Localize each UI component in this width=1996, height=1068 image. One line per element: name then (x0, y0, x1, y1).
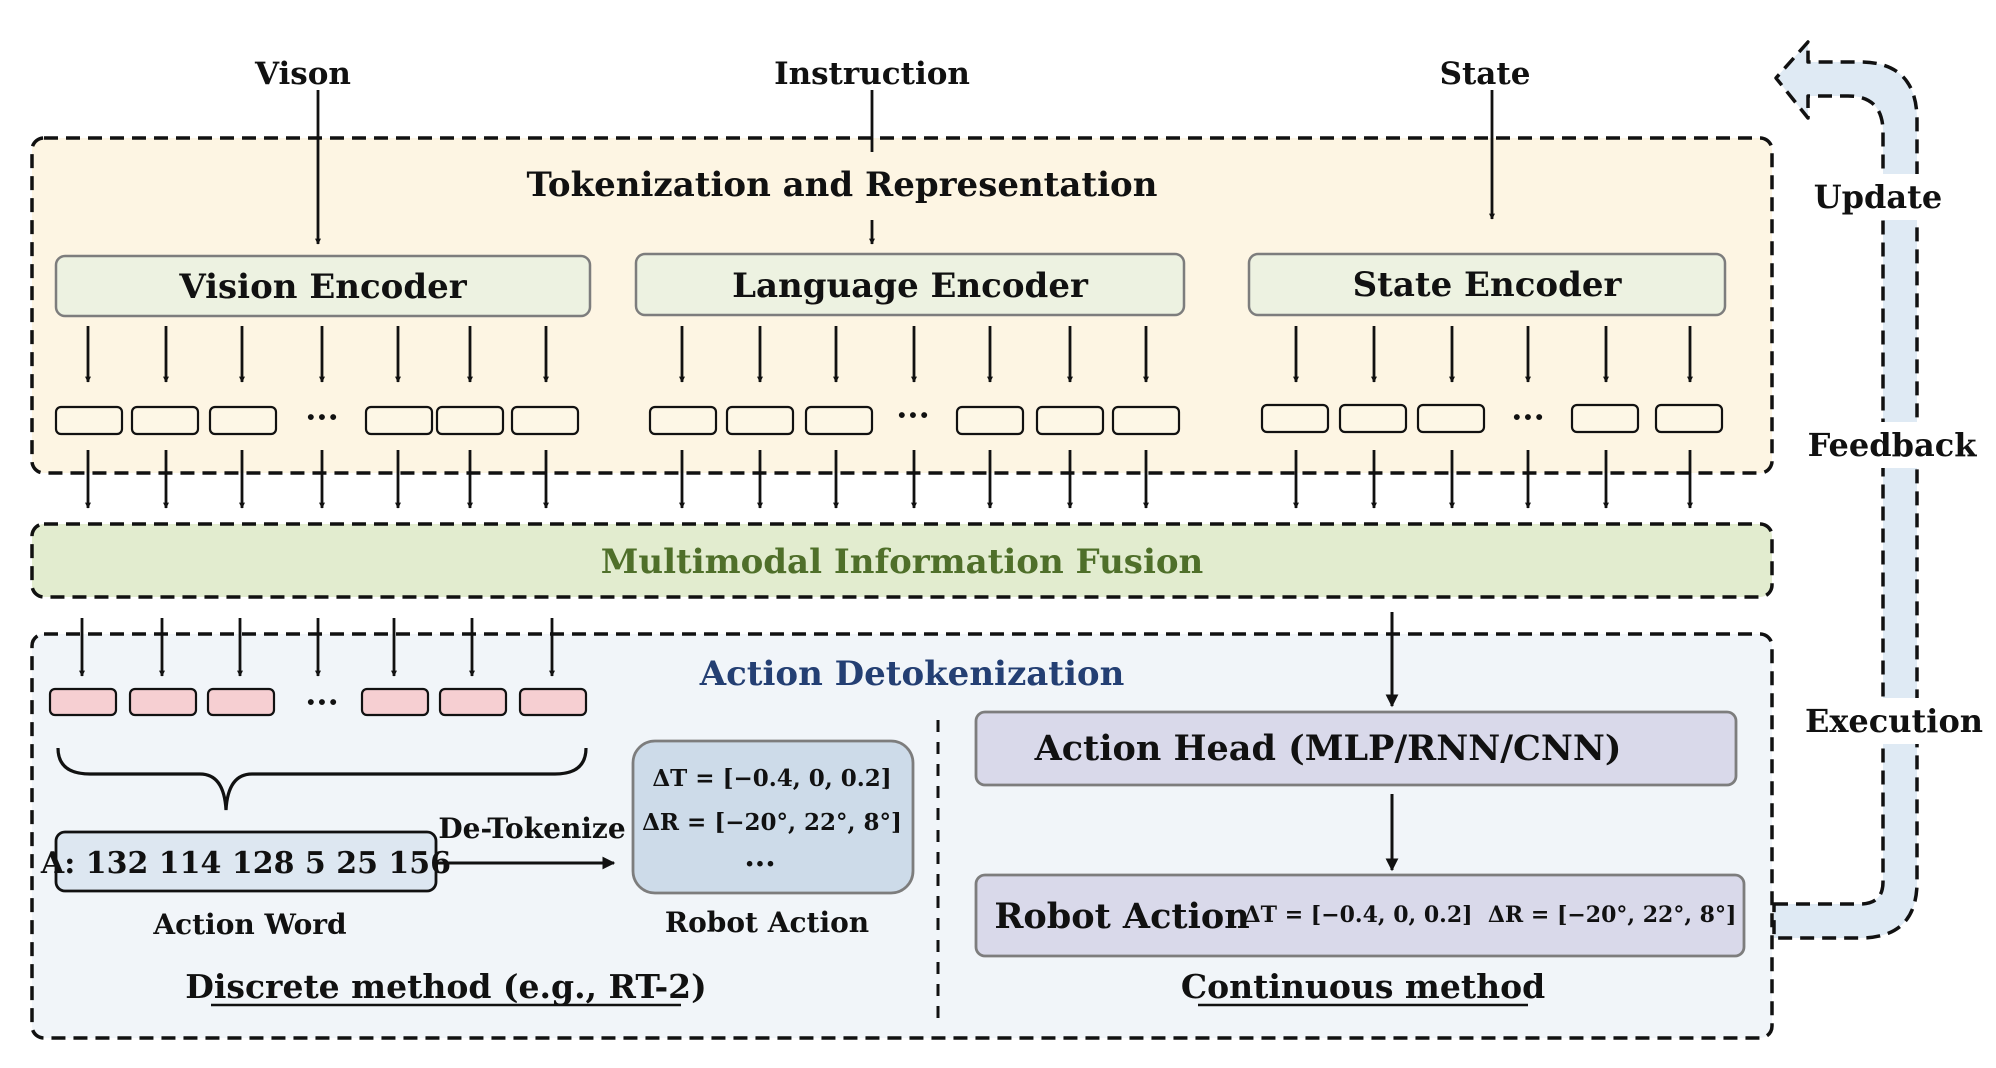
robot-action-caption: Robot Action (665, 906, 869, 939)
language-feature-token (725, 405, 795, 436)
feedback-label-bg (1802, 422, 1982, 468)
discrete-tokens-ellipsis: ··· (305, 683, 338, 721)
fusion-input-arrows (85, 450, 1693, 509)
discrete-method-caption: Discrete method (e.g., RT-2) (185, 967, 707, 1006)
token-group-brace (56, 747, 588, 811)
vision-feature-token (510, 405, 580, 436)
action-word-text: A: 132 114 128 5 25 156 (40, 846, 451, 881)
loop-update-label: Update (1814, 178, 1943, 216)
robot-action-result-box (631, 739, 915, 895)
input-instruction-label: Instruction (774, 56, 970, 92)
state-feature-token (1570, 403, 1640, 434)
state-feature-token (1338, 403, 1408, 434)
vision-feature-token (364, 405, 434, 436)
discrete-action-token (438, 687, 508, 717)
continuous-robot-action-label: Robot Action (994, 896, 1249, 937)
vision-tokens-ellipsis: ··· (305, 398, 338, 436)
discrete-action-token (360, 687, 430, 717)
fusion-label: Multimodal Information Fusion (601, 542, 1204, 582)
discrete-action-token (128, 687, 198, 717)
action-head-label: Action Head (MLP/RNN/CNN) (1034, 728, 1622, 769)
discrete-token-row (48, 687, 588, 717)
loop-feedback-label: Feedback (1808, 426, 1978, 464)
language-feature-token (1111, 405, 1181, 436)
language-encoder-label: Language Encoder (732, 266, 1089, 306)
robot-action-delta-r: ΔR = [−20°, 22°, 8°] (642, 809, 902, 836)
state-feature-token (1416, 403, 1486, 434)
vision-encoder-box (54, 254, 592, 318)
language-encoder-box (634, 252, 1186, 317)
language-tokens-ellipsis: ··· (896, 396, 929, 434)
discrete-action-token (206, 687, 276, 717)
vision-feature-token (130, 405, 200, 436)
robot-action-more: ... (744, 839, 775, 874)
encoder-output-arrows (85, 326, 1693, 383)
language-feature-token (955, 405, 1025, 436)
update-label-bg (1802, 174, 1974, 220)
state-encoder-label: State Encoder (1353, 265, 1623, 305)
continuous-robot-action-values: ΔT = [−0.4, 0, 0.2] ΔR = [−20°, 22°, 8°] (1244, 902, 1737, 928)
language-feature-token (648, 405, 718, 436)
action-head-box (974, 710, 1738, 787)
language-feature-token (1035, 405, 1105, 436)
action-word-caption: Action Word (152, 908, 346, 941)
feature-token-row (54, 403, 1724, 436)
state-feature-token (1260, 403, 1330, 434)
discrete-action-token (48, 687, 118, 717)
discrete-token-arrows (79, 618, 555, 677)
vision-feature-token (54, 405, 124, 436)
continuous-robot-action-box (974, 873, 1746, 958)
execution-label-bg (1802, 698, 1982, 744)
fusion-box (30, 522, 1774, 599)
de-tokenize-label: De-Tokenize (438, 812, 625, 845)
state-encoder-box (1247, 252, 1727, 317)
vision-feature-token (208, 405, 278, 436)
state-feature-token (1654, 403, 1724, 434)
discrete-action-token (518, 687, 588, 717)
detokenization-title: Action Detokenization (699, 654, 1125, 694)
continuous-method-caption: Continuous method (1181, 967, 1545, 1006)
robot-action-delta-t: ΔT = [−0.4, 0, 0.2] (652, 765, 891, 792)
state-tokens-ellipsis: ··· (1511, 398, 1544, 436)
vision-feature-token (435, 405, 505, 436)
feedback-loop-arrow (1772, 40, 1919, 940)
input-state-label: State (1440, 56, 1531, 92)
action-word-box (54, 830, 438, 893)
tokenization-title: Tokenization and Representation (527, 165, 1158, 205)
loop-execution-label: Execution (1805, 702, 1983, 740)
vision-encoder-label: Vision Encoder (178, 267, 467, 307)
language-feature-token (804, 405, 874, 436)
input-vision-label: Vison (254, 56, 351, 92)
